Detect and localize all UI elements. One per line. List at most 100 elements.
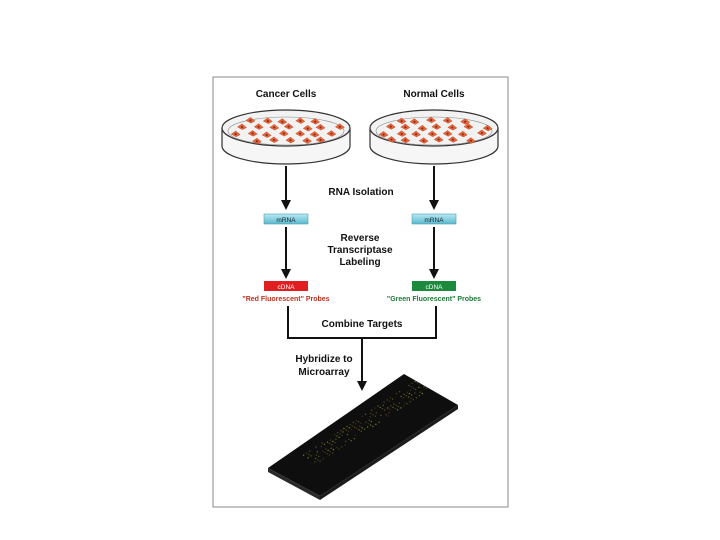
- cell-nucleus: [299, 119, 302, 122]
- red-probes-label: "Red Fluorescent" Probes: [242, 296, 329, 303]
- microarray-spot: [323, 443, 326, 445]
- cell-nucleus: [446, 132, 449, 135]
- microarray-spot: [407, 396, 410, 398]
- microarray-spot: [355, 419, 357, 422]
- microarray-spot: [332, 440, 334, 443]
- microarray-spot: [403, 393, 405, 396]
- cell-nucleus: [382, 133, 385, 136]
- cell-nucleus: [282, 132, 285, 135]
- microarray-spot: [393, 403, 395, 405]
- microarray-spot: [341, 434, 343, 437]
- microarray-spot: [408, 392, 411, 395]
- cell-nucleus: [437, 138, 440, 141]
- green-probes-label: "Green Fluorescent" Probes: [387, 296, 481, 303]
- microarray-spot: [405, 395, 408, 397]
- normal-cells-dish: [369, 109, 499, 165]
- microarray-spot: [320, 445, 322, 447]
- microarray-spot: [335, 438, 337, 441]
- microarray-spot: [330, 447, 332, 449]
- cell-nucleus: [431, 133, 434, 136]
- cell-nucleus: [306, 139, 309, 142]
- microarray-spot: [307, 457, 309, 459]
- microarray-spot: [370, 420, 373, 423]
- microarray-spot: [372, 425, 374, 428]
- microarray-spot: [309, 450, 311, 452]
- cell-nucleus: [319, 126, 322, 129]
- microarray-spot: [353, 426, 356, 428]
- cancer-cells-dish: [221, 109, 351, 165]
- microarray-spot: [348, 438, 350, 441]
- microarray-spot: [410, 397, 412, 400]
- microarray-spot: [366, 426, 369, 428]
- microarray-spot: [408, 384, 410, 387]
- microarray-spot: [395, 393, 398, 395]
- cell-nucleus: [389, 125, 392, 128]
- cell-nucleus: [486, 127, 489, 130]
- cell-nucleus: [255, 140, 258, 143]
- microarray-spot: [325, 448, 327, 450]
- microarray-spot: [315, 446, 317, 448]
- hybridize-label-line1: Hybridize to: [295, 354, 352, 365]
- microarray-spot: [331, 444, 333, 446]
- microarray-spot: [383, 401, 385, 403]
- cell-nucleus: [234, 133, 237, 136]
- microarray-spot: [315, 454, 318, 456]
- microarray-spot: [353, 438, 355, 440]
- rna-isolation-label: RNA Isolation: [328, 187, 393, 198]
- cell-nucleus: [390, 138, 393, 141]
- cell-nucleus: [265, 133, 268, 136]
- microarray-spot: [345, 429, 347, 431]
- microarray-spot: [340, 429, 342, 432]
- cell-nucleus: [451, 138, 454, 141]
- microarray-spot: [411, 382, 413, 385]
- microarray-spot: [343, 427, 345, 430]
- cell-nucleus: [272, 138, 275, 141]
- microarray-spot: [375, 412, 377, 414]
- microarray-spot: [322, 458, 324, 460]
- cell-nucleus: [467, 125, 470, 128]
- microarray-spot: [409, 389, 412, 391]
- cdna-box-red: [264, 281, 308, 291]
- microarray-spot: [354, 423, 357, 425]
- microarray-spot: [406, 403, 408, 405]
- microarray-spot: [358, 429, 360, 431]
- microarray-spot: [305, 452, 308, 454]
- microarray-spot: [327, 449, 329, 452]
- cell-nucleus: [404, 126, 407, 129]
- microarray-spot: [380, 414, 382, 417]
- microarray-spot: [314, 461, 316, 463]
- microarray-spot: [403, 405, 405, 407]
- cell-nucleus: [435, 125, 438, 128]
- cell-nucleus: [464, 120, 467, 123]
- microarray-spot: [334, 442, 336, 444]
- microarray-spot: [397, 405, 400, 408]
- cell-nucleus: [330, 132, 333, 135]
- microarray-spot: [400, 407, 402, 409]
- cell-nucleus: [257, 125, 260, 128]
- microarray-spot: [374, 415, 377, 417]
- cell-cluster-right: [378, 116, 493, 144]
- microarray-spot: [342, 431, 344, 433]
- microarray-spot: [400, 395, 402, 398]
- microarray-spot: [409, 401, 411, 403]
- mrna-label-left: mRNA: [276, 217, 296, 224]
- microarray-spot: [410, 386, 412, 388]
- microarray-spot: [387, 415, 390, 417]
- microarray-spot: [414, 380, 416, 383]
- microarray-spot: [316, 451, 319, 453]
- cell-nucleus: [415, 133, 418, 136]
- microarray-spot: [350, 428, 353, 430]
- microarray-spot: [421, 392, 424, 395]
- microarray-spot: [324, 451, 326, 454]
- microarray-spot: [395, 404, 397, 406]
- microarray-spot: [352, 421, 354, 424]
- microarray-spot: [382, 404, 384, 406]
- microarray-spot: [302, 454, 305, 456]
- cell-nucleus: [273, 126, 276, 129]
- microarray-spot: [384, 409, 386, 411]
- mrna-box-right: [411, 213, 457, 225]
- microarray-spot: [329, 451, 331, 453]
- mrna-label-right: mRNA: [424, 217, 444, 224]
- microarray-spot: [398, 402, 401, 404]
